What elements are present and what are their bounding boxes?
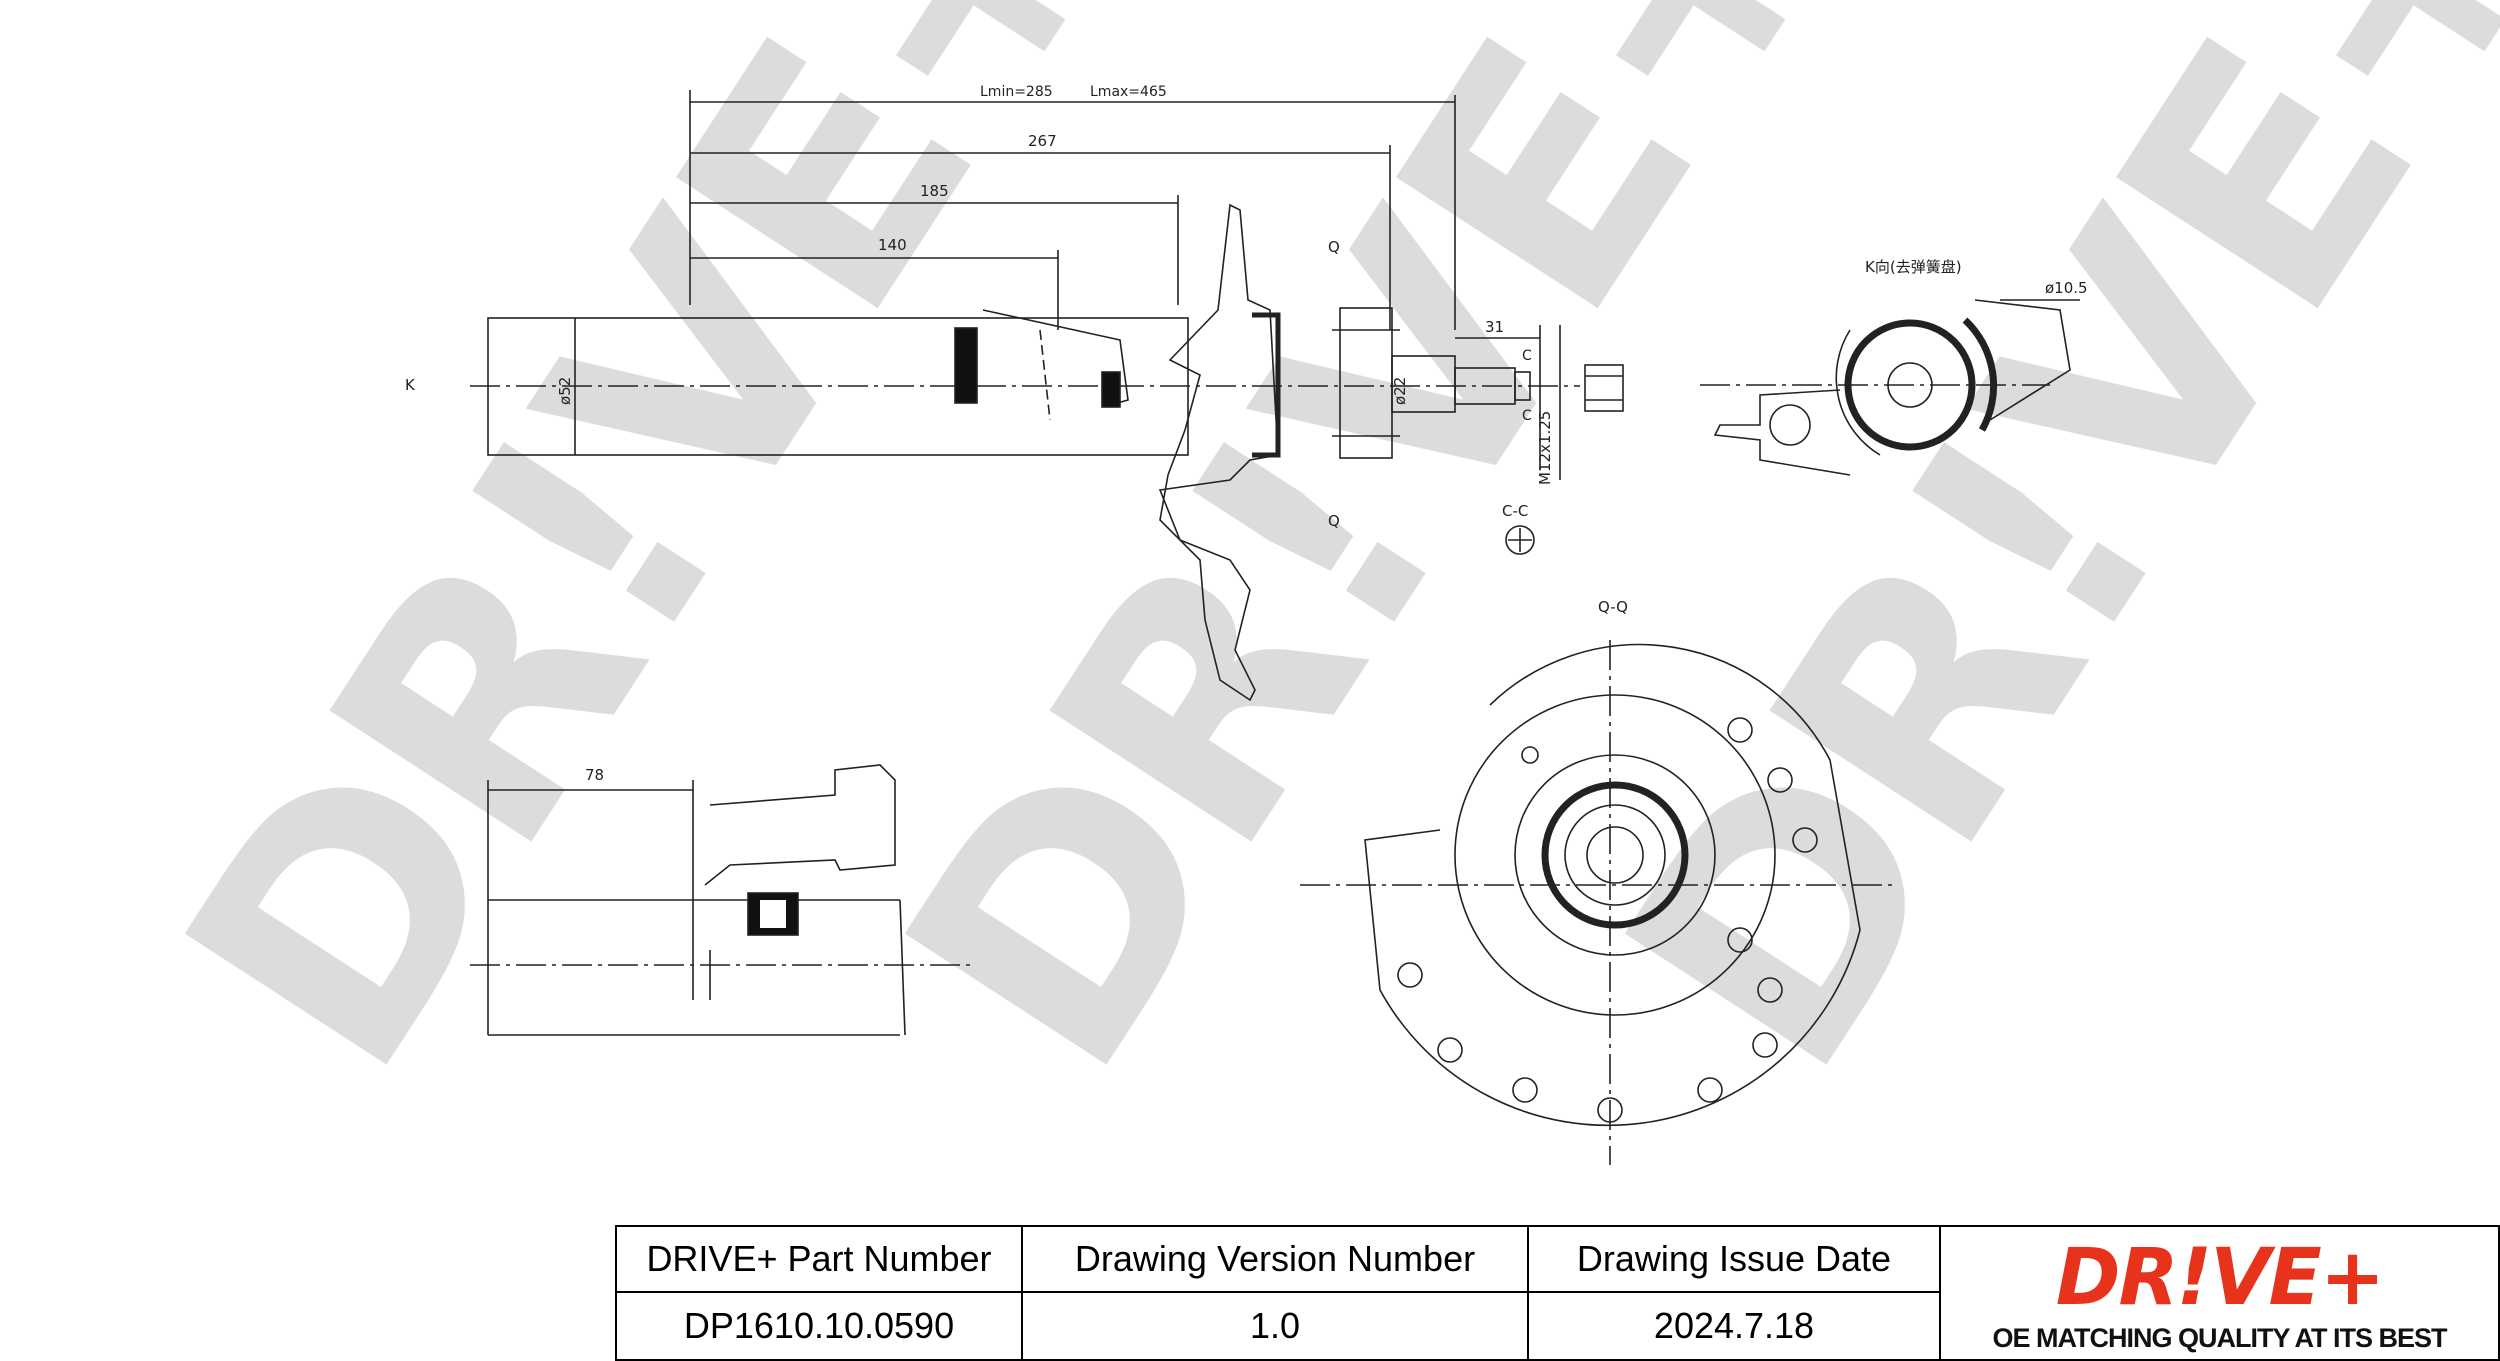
label-lmin: Lmin=285 [980,84,1053,100]
dimension-lines [689,90,1561,480]
section-qq [1300,640,1895,1165]
brand-logo: DR!VE+ OE MATCHING QUALITY AT ITS BEST [1939,1225,2500,1361]
header-version: Drawing Version Number [1021,1225,1529,1293]
label-k-view: K向(去弹簧盘) [1865,258,1962,276]
watermarks: DR!VE+ DR!VE+ DR!VE+ [113,0,2500,1132]
label-c-bottom: C [1522,408,1532,424]
label-31: 31 [1485,318,1504,336]
header-issue-date: Drawing Issue Date [1527,1225,1941,1293]
label-thread: M12x1.25 [1536,411,1554,485]
strut-side-view [470,203,1624,702]
label-qq: Q-Q [1598,598,1628,616]
label-dia105: ø10.5 [2045,279,2088,297]
label-78: 78 [585,766,604,784]
detail-view [470,764,975,1036]
logo-wordmark: DR!VE+ [2055,1233,2385,1323]
label-cc: C-C [1502,502,1528,520]
label-185: 185 [920,182,949,200]
k-view [1700,299,2080,476]
label-dia52: ø52 [556,377,574,405]
header-part-number: DRIVE+ Part Number [615,1225,1023,1293]
value-issue-date: 2024.7.18 [1527,1291,1941,1361]
label-140: 140 [878,236,907,254]
value-version: 1.0 [1021,1291,1529,1361]
label-267: 267 [1028,132,1057,150]
title-block: DRIVE+ Part Number Drawing Version Numbe… [615,1225,2500,1361]
dimension-labels: Lmin=285 Lmax=465 267 185 140 31 78 K Q … [405,84,2088,784]
logo-tagline: OE MATCHING QUALITY AT ITS BEST [1992,1323,2448,1353]
label-q-bottom: Q [1328,512,1340,530]
label-dia22: ø22 [1391,377,1409,405]
label-k-marker: K [405,376,416,394]
label-q-top: Q [1328,238,1340,256]
section-cc [1505,525,1535,555]
label-lmax: Lmax=465 [1090,84,1167,100]
label-c-top: C [1522,348,1532,364]
value-part-number: DP1610.10.0590 [615,1291,1023,1361]
